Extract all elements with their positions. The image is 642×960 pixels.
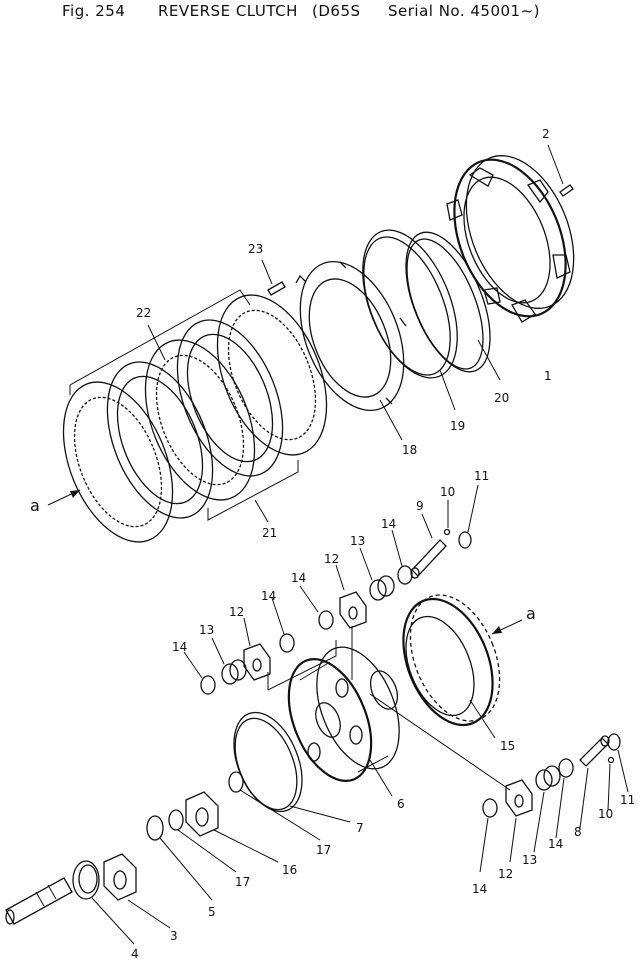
callout-14-e: 14 [472, 882, 487, 896]
part-15-ring-gear [402, 594, 501, 739]
callout-4: 4 [131, 947, 139, 960]
figure-title: Fig. 254 REVERSE CLUTCH (D65S Serial No.… [0, 0, 642, 28]
part-17-washer-a [228, 771, 321, 841]
callout-14-a: 14 [381, 517, 396, 531]
pin-9 [410, 513, 447, 579]
figure-number: Fig. 254 [62, 2, 126, 20]
part-3-gear [103, 853, 171, 929]
callout-11-lower: 11 [620, 793, 635, 807]
part-20-seal-ring [405, 231, 501, 381]
callout-12-b: 12 [229, 605, 244, 619]
part-23-spring-pin [261, 259, 286, 296]
needle-bearing-right [533, 765, 561, 853]
output-shaft [5, 877, 73, 925]
callout-13-b: 13 [199, 623, 214, 637]
view-labels: a a [30, 496, 536, 623]
callout-23: 23 [248, 242, 263, 256]
part-1-housing [446, 155, 575, 323]
part-17-washer-b [168, 809, 237, 873]
callout-6: 6 [397, 797, 405, 811]
thrust-washer-left-b [271, 597, 295, 653]
view-label-left: a [30, 496, 40, 515]
part-19-seal-ring [362, 229, 458, 411]
ball-10-lower [607, 756, 615, 811]
view-arrow-right [491, 619, 523, 635]
ball-10-upper [443, 500, 451, 536]
needle-bearing-upper [359, 547, 395, 601]
thrust-washer-upper-a [299, 585, 334, 630]
callout-11-upper: 11 [474, 469, 489, 483]
thrust-washer-right-a [479, 798, 498, 873]
callout-16: 16 [282, 863, 297, 877]
callout-8: 8 [574, 825, 582, 839]
callout-10-lower: 10 [598, 807, 613, 821]
callout-18: 18 [402, 443, 417, 457]
thrust-washer-left-a [183, 651, 216, 695]
callout-14-d: 14 [172, 640, 187, 654]
callout-10-upper: 10 [440, 485, 455, 499]
clutch-pack-discs [62, 289, 328, 543]
part-16-sun-gear [185, 791, 279, 863]
thrust-washer-upper-b [391, 529, 413, 585]
planet-gear-right [505, 779, 533, 863]
callout-17-a: 17 [316, 843, 331, 857]
part-2-pin [547, 144, 574, 197]
snap-ring-11-lower [607, 733, 629, 793]
callout-12-a: 12 [324, 552, 339, 566]
callout-14-c: 14 [261, 589, 276, 603]
callout-22: 22 [136, 306, 151, 320]
callout-3: 3 [170, 929, 178, 943]
callout-labels: 2 1 20 19 18 23 22 21 10 11 9 14 13 12 1… [131, 127, 635, 960]
view-arrow-left [47, 489, 81, 506]
callout-13-c: 13 [522, 853, 537, 867]
thrust-washer-right-b [555, 758, 574, 839]
callout-14-f: 14 [548, 837, 563, 851]
callout-19: 19 [450, 419, 465, 433]
callout-1: 1 [544, 369, 552, 383]
callout-9: 9 [416, 499, 424, 513]
part-6-carrier [267, 626, 511, 797]
view-label-right: a [526, 604, 536, 623]
planet-gear-left [243, 617, 271, 681]
needle-bearing-left [211, 637, 247, 685]
callout-17-b: 17 [235, 875, 250, 889]
callout-7: 7 [356, 821, 364, 835]
snap-ring-11-upper [458, 484, 479, 549]
callout-5: 5 [208, 905, 216, 919]
figure-model: (D65S [312, 2, 361, 20]
figure-heading: REVERSE CLUTCH [158, 2, 298, 20]
callout-14-b: 14 [291, 571, 306, 585]
planet-gear-upper [335, 564, 367, 629]
part-4-ring [72, 860, 135, 945]
callout-2: 2 [542, 127, 550, 141]
callout-13-a: 13 [350, 534, 365, 548]
callout-21: 21 [262, 526, 277, 540]
part-7-o-ring [233, 711, 351, 823]
callout-15: 15 [500, 739, 515, 753]
part-5-snap-ring [146, 815, 213, 901]
callout-20: 20 [494, 391, 509, 405]
callout-12-c: 12 [498, 867, 513, 881]
figure-serial: Serial No. 45001∼) [388, 2, 541, 20]
part-18-end-plate [295, 261, 407, 441]
